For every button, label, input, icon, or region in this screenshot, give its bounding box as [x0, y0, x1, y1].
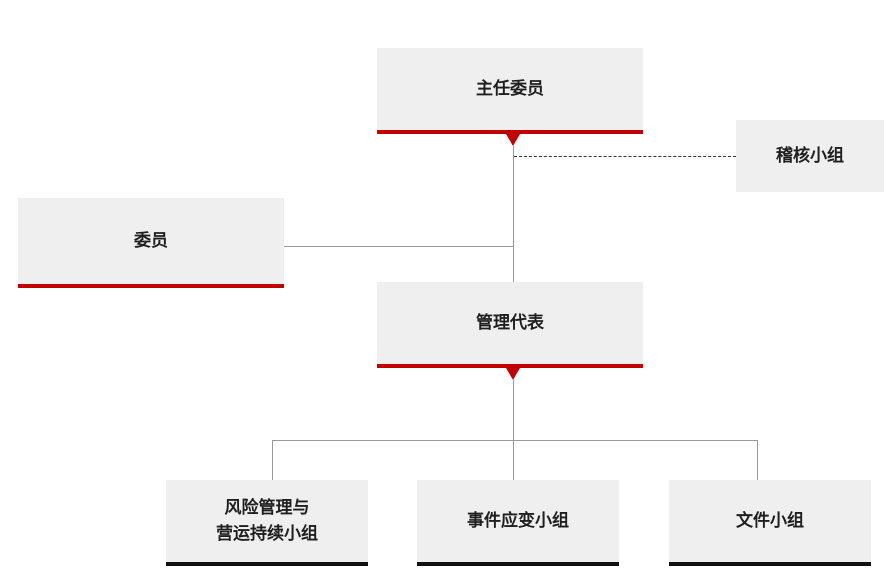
connector-to-risk	[272, 440, 273, 480]
node-document-label: 文件小组	[736, 511, 804, 531]
node-audit: 稽核小组	[736, 120, 884, 192]
node-audit-label: 稽核小组	[776, 146, 844, 166]
node-incident-label: 事件应变小组	[467, 511, 569, 531]
connector-horizontal-bus	[272, 440, 758, 441]
connector-chair-to-mgmt	[513, 146, 514, 282]
node-chair: 主任委员	[377, 48, 643, 134]
node-mgmt-rep-label: 管理代表	[476, 313, 544, 333]
dashed-connector-audit	[514, 156, 736, 157]
node-member-label: 委员	[134, 231, 168, 251]
arrow-down-icon	[506, 368, 520, 380]
node-incident: 事件应变小组	[417, 480, 619, 566]
connector-member	[284, 246, 514, 247]
connector-mgmt-down	[513, 380, 514, 480]
node-member: 委员	[18, 198, 284, 288]
node-document: 文件小组	[669, 480, 871, 566]
node-risk: 风险管理与 营运持续小组	[166, 480, 368, 566]
node-mgmt-rep: 管理代表	[377, 282, 643, 368]
connector-to-document	[757, 440, 758, 480]
node-chair-label: 主任委员	[476, 79, 544, 99]
node-risk-label-line2: 营运持续小组	[216, 524, 318, 544]
node-risk-label-line1: 风险管理与	[224, 498, 310, 518]
arrow-down-icon	[506, 134, 520, 146]
